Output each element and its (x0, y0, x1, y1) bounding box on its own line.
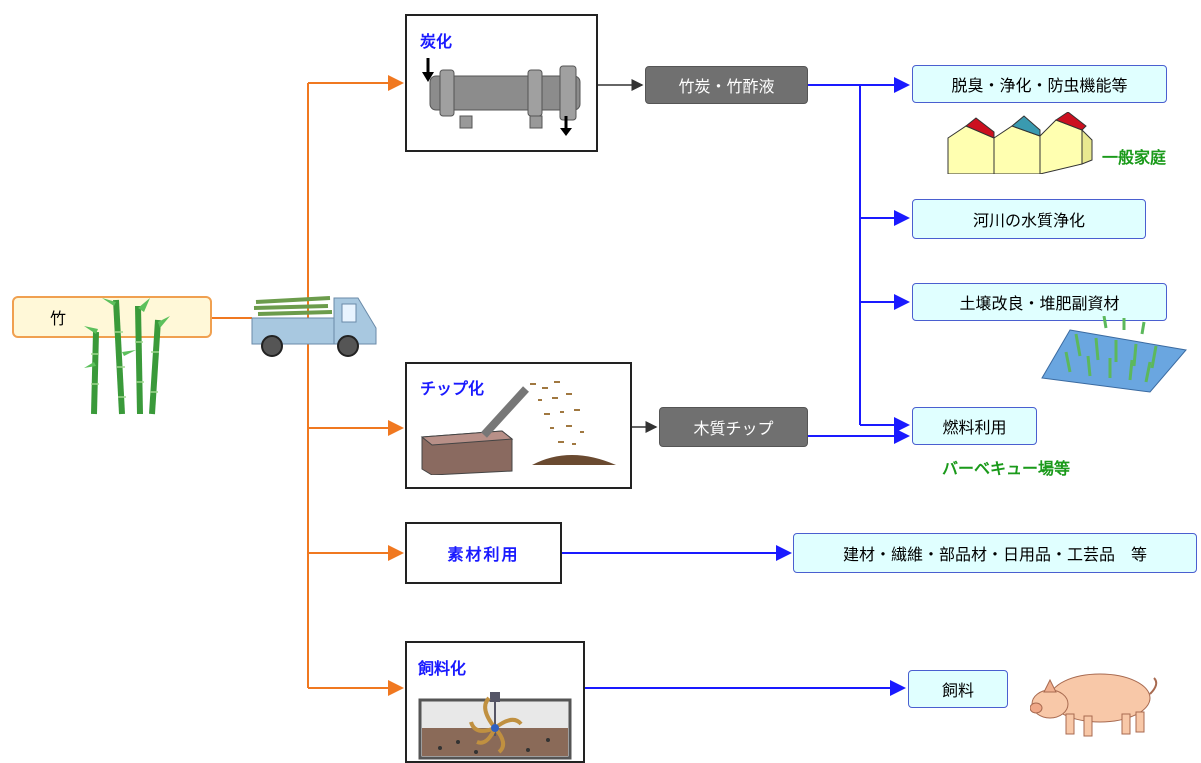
intermediate-wood-chip: 木質チップ (659, 407, 808, 447)
source-label: 竹 (50, 309, 67, 328)
orange-branch-lines (212, 75, 404, 696)
use-feed: 飼料 (908, 670, 1008, 708)
process-material-use-box: 素材利用 (405, 522, 562, 584)
bamboo-icon (84, 298, 170, 415)
rice-field-icon (1041, 316, 1187, 393)
use-deodorize: 脱臭・浄化・防虫機能等 (912, 65, 1167, 103)
carbonization-title: 炭化 (420, 32, 453, 51)
use-river: 河川の水質浄化 (912, 199, 1146, 239)
chipping-title: チップ化 (420, 379, 485, 398)
use-soil: 土壌改良・堆肥副資材 (912, 283, 1167, 321)
rotary-kiln-icon (422, 58, 581, 136)
material-use-title: 素材利用 (447, 545, 520, 564)
use-materials: 建材・繊維・部品材・日用品・工芸品 等 (793, 533, 1197, 573)
intermediate-charcoal: 竹炭・竹酢液 (645, 66, 808, 104)
chipper-icon (420, 381, 616, 475)
truck-icon (251, 296, 377, 357)
note-household: 一般家庭 (1102, 148, 1167, 167)
use-fuel: 燃料利用 (912, 407, 1037, 445)
pig-icon (1030, 673, 1158, 737)
houses-icon (947, 112, 1093, 174)
note-barbecue: バーベキュー場等 (942, 459, 1071, 478)
feed-title: 飼料化 (418, 659, 467, 678)
feed-mixer-icon (418, 692, 572, 760)
blue-branch-lines (562, 77, 910, 696)
source-bamboo-box: 竹 (12, 296, 212, 338)
